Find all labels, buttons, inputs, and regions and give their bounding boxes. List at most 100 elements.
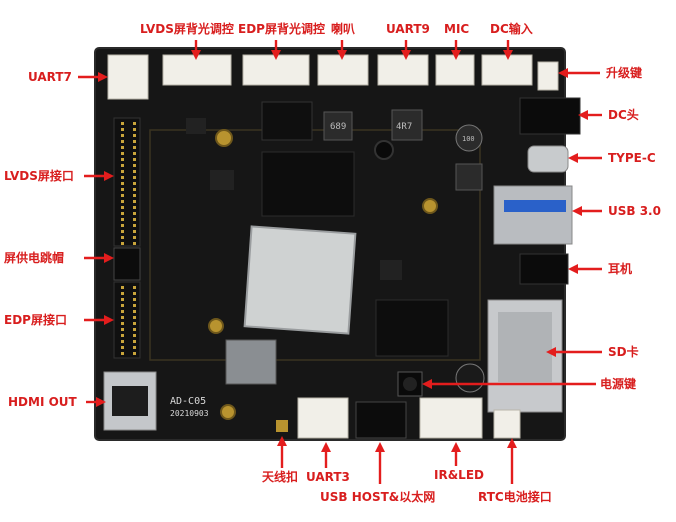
- header-pin: [133, 340, 136, 343]
- header-pin: [133, 176, 136, 179]
- header-pin: [121, 134, 124, 137]
- label-jumper: 屏供电跳帽: [4, 251, 65, 265]
- arrow-dc-jack: [578, 110, 602, 120]
- wifi-module: [225, 339, 277, 385]
- label-usb-eth: USB HOST&以太网: [320, 490, 436, 504]
- header-pin: [133, 140, 136, 143]
- arrow-uart3: [321, 442, 331, 468]
- header-pin: [121, 200, 124, 203]
- label-uart7: UART7: [28, 70, 72, 84]
- header-pin: [133, 346, 136, 349]
- arrow-ir-led: [451, 442, 461, 466]
- header-pin: [133, 152, 136, 155]
- header-pin: [133, 188, 136, 191]
- header-pin: [121, 176, 124, 179]
- lvds-pin-header: [113, 117, 141, 247]
- label-sd-card: SD卡: [608, 345, 639, 359]
- header-pin: [133, 170, 136, 173]
- arrow-edp-port: [84, 315, 114, 325]
- inductor-1: [323, 111, 353, 141]
- label-mic: MIC: [444, 22, 470, 36]
- header-pin: [133, 242, 136, 245]
- arrow-rtc: [507, 438, 517, 484]
- chip-marking-1: 689: [330, 122, 346, 132]
- uart9-connector: [377, 54, 429, 86]
- capacitor: [455, 124, 483, 152]
- header-pin: [133, 134, 136, 137]
- header-pin: [121, 304, 124, 307]
- header-pin: [121, 170, 124, 173]
- header-pin: [133, 328, 136, 331]
- header-pin: [121, 188, 124, 191]
- header-pin: [133, 200, 136, 203]
- header-pin: [133, 212, 136, 215]
- ram-chip-top: [261, 151, 355, 217]
- header-pin: [133, 286, 136, 289]
- arrow-mic: [451, 40, 461, 60]
- header-pin: [121, 218, 124, 221]
- label-uart9: UART9: [386, 22, 430, 36]
- earphone-jack: [519, 253, 569, 285]
- rtc-cap: [455, 363, 485, 393]
- header-pin: [121, 122, 124, 125]
- antenna-connector: [276, 420, 288, 432]
- header-pin: [121, 316, 124, 319]
- header-pin: [121, 292, 124, 295]
- arrow-power-key: [422, 379, 596, 389]
- header-pin: [121, 182, 124, 185]
- header-pin: [121, 146, 124, 149]
- usb3-tongue: [504, 200, 566, 212]
- label-rtc: RTC电池接口: [478, 490, 552, 504]
- arrow-lvds-port: [84, 171, 114, 181]
- left-pin-headers: [113, 117, 141, 359]
- header-pin: [121, 206, 124, 209]
- label-lvds-port: LVDS屏接口: [4, 169, 74, 183]
- hole-5: [374, 140, 394, 160]
- arrow-sd-card: [546, 347, 602, 357]
- header-pin: [121, 334, 124, 337]
- chip-small-1: [186, 118, 206, 134]
- rtc-connector: [493, 409, 521, 439]
- label-ir-led: IR&LED: [434, 468, 484, 482]
- edp-pin-header: [113, 281, 141, 359]
- upgrade-key-connector: [537, 61, 559, 91]
- header-pin: [133, 304, 136, 307]
- header-pin: [121, 224, 124, 227]
- arrow-edp-backlight: [271, 40, 281, 60]
- label-edp-port: EDP屏接口: [4, 313, 67, 327]
- arrow-antenna: [277, 436, 287, 468]
- label-lvds-backlight: LVDS屏背光调控: [140, 22, 234, 36]
- header-pin: [121, 230, 124, 233]
- header-pin: [121, 328, 124, 331]
- label-speaker: 喇叭: [331, 22, 356, 36]
- emmc-chip: [375, 299, 449, 357]
- header-pin: [133, 322, 136, 325]
- pin-dots: [121, 122, 136, 355]
- header-pin: [121, 310, 124, 313]
- ir-led-connector: [419, 397, 483, 439]
- chip-small-2: [380, 260, 402, 280]
- pmic-chip: [261, 101, 313, 141]
- header-pin: [133, 194, 136, 197]
- right-ports: [487, 97, 581, 413]
- chip-small-3: [210, 170, 234, 190]
- header-pin: [121, 152, 124, 155]
- header-pin: [133, 164, 136, 167]
- header-pin: [121, 352, 124, 355]
- header-pin: [121, 128, 124, 131]
- header-pin: [133, 316, 136, 319]
- hole-2: [208, 318, 224, 334]
- header-pin: [121, 286, 124, 289]
- label-upgrade-key: 升级键: [606, 66, 643, 80]
- inductor-2: [391, 109, 423, 141]
- label-edp-backlight: EDP屏背光调控: [238, 22, 325, 36]
- hole-4: [220, 404, 236, 420]
- silkscreen-model: AD-C05: [170, 396, 206, 407]
- header-pin: [121, 298, 124, 301]
- label-dc-jack: DC头: [608, 108, 639, 122]
- label-uart3: UART3: [306, 470, 350, 484]
- usb3-port: [493, 185, 573, 245]
- hole-3: [422, 198, 438, 214]
- header-pin: [133, 334, 136, 337]
